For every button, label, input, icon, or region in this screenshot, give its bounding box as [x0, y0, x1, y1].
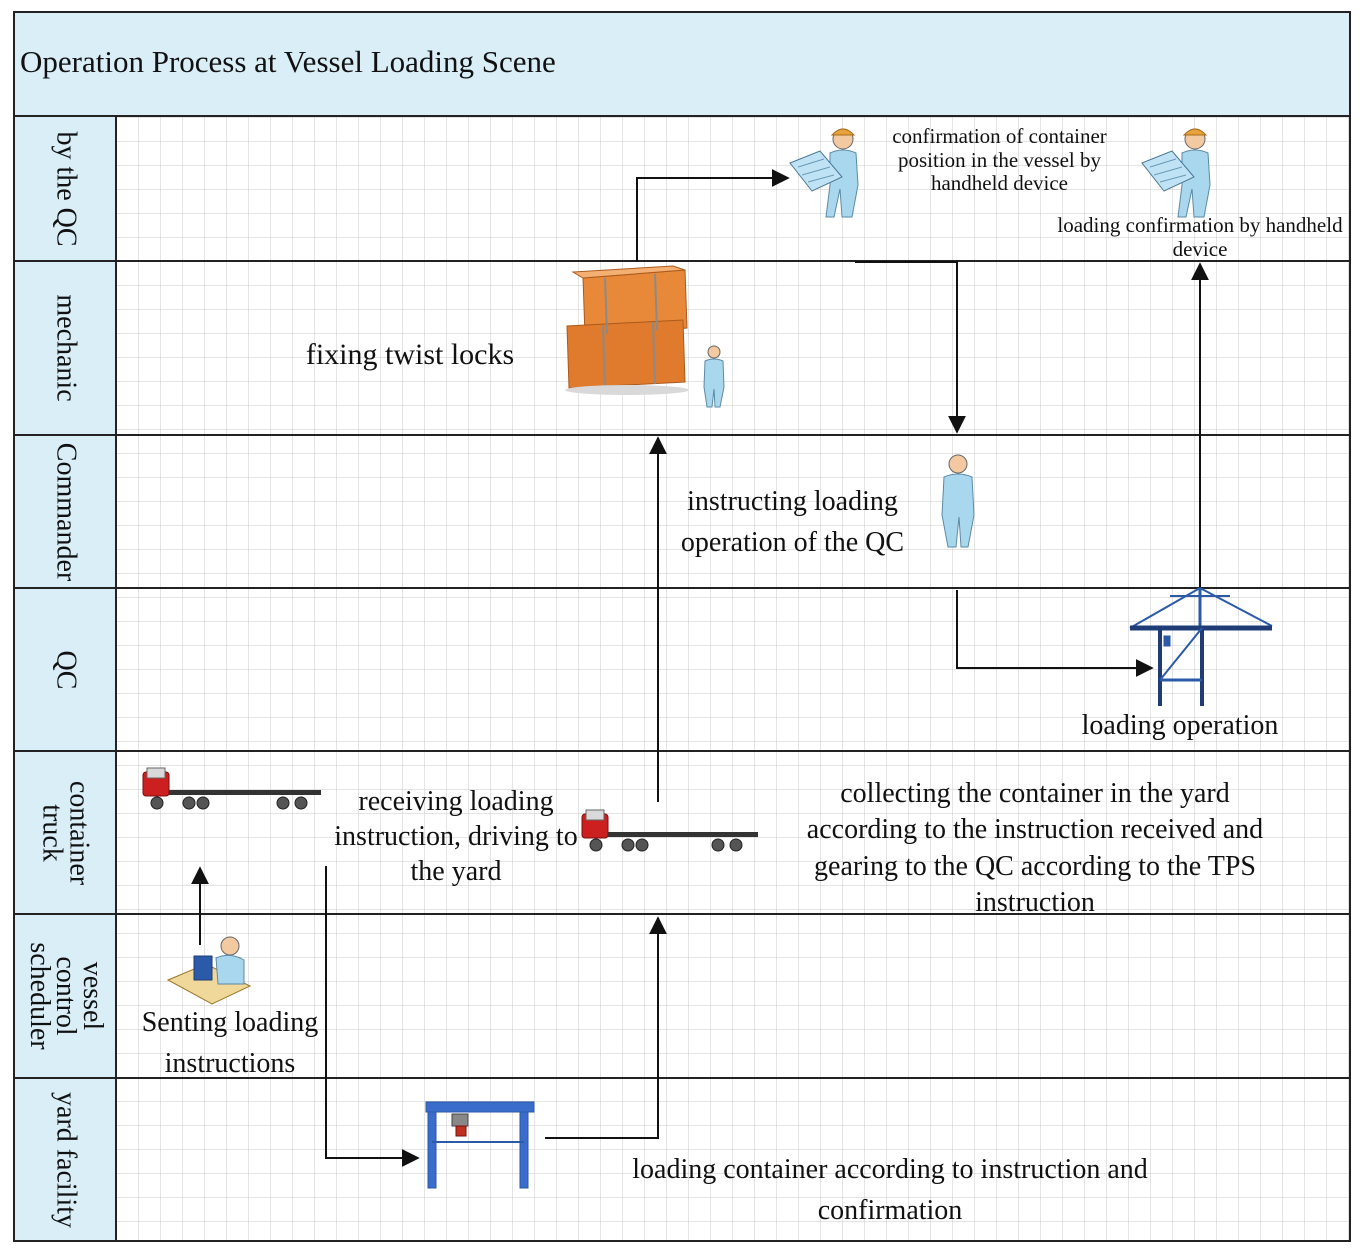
boxes-icon: [565, 265, 689, 395]
worker-tablet-icon: [789, 128, 859, 218]
lane-vessel-control-scheduler: vessel control scheduler: [14, 914, 116, 1078]
label-loading-confirmation: loading confirmation by handheld device: [1057, 213, 1343, 261]
scheduler-computer-icon: [166, 936, 252, 1005]
lane-commander: Commander: [14, 435, 116, 588]
diagram-title: Operation Process at Vessel Loading Scen…: [20, 44, 556, 79]
outer-border: [13, 11, 1351, 1242]
lane-container-truck: container truck: [14, 751, 116, 914]
lane-mechanic: mechanic: [14, 261, 116, 435]
truck-icon: [581, 809, 758, 852]
lane-separators: [14, 260, 1350, 1079]
lane-yard-facility: yard facility: [14, 1078, 116, 1241]
label-receiving-instruction: receiving loading instruction, driving t…: [334, 786, 578, 887]
lane-column: [13, 115, 117, 1242]
label-fixing-twist-locks: fixing twist locks: [305, 338, 515, 371]
lane-qc: QC: [14, 588, 116, 751]
lane-by-the-qc: by the QC: [14, 117, 116, 261]
arrow-confirm-to-commander: [855, 261, 966, 434]
arrow-commander-to-qc: [956, 590, 1154, 677]
lane-label: container truck: [37, 780, 95, 885]
header-band: [13, 11, 1351, 117]
quay-crane-icon: [1129, 587, 1273, 706]
gantry-crane-icon: [425, 1101, 535, 1189]
grid-area: [116, 117, 1350, 1241]
arrow-yard-to-truck2: [545, 916, 667, 1139]
label-loading-container: loading container according to instructi…: [632, 1154, 1148, 1226]
label-loading-operation: loading operation: [1081, 710, 1279, 741]
lane-label: QC: [50, 650, 82, 689]
lane-label: yard facility: [50, 1091, 82, 1228]
label-confirm-position: confirmation of container position in th…: [892, 124, 1107, 196]
lane-label: Commander: [50, 442, 82, 581]
label-collecting-container: collecting the container in the yard acc…: [806, 778, 1264, 919]
lane-label: mechanic: [50, 294, 82, 402]
worker-tablet-icon: [1141, 128, 1211, 218]
arrow-mechanic-to-qc-confirm: [636, 169, 790, 262]
arrow-truck-to-yard: [325, 866, 420, 1167]
label-senting-instructions: Senting loading instructions: [141, 1007, 319, 1079]
label-instructing-loading: instructing loading operation of the QC: [680, 486, 905, 558]
truck-icon: [142, 767, 321, 810]
lane-label: vessel control scheduler: [23, 942, 108, 1050]
worker-icon: [941, 454, 975, 548]
lane-label: by the QC: [50, 131, 82, 247]
worker-icon: [703, 345, 725, 408]
flow-arrows: [191, 169, 1209, 1167]
